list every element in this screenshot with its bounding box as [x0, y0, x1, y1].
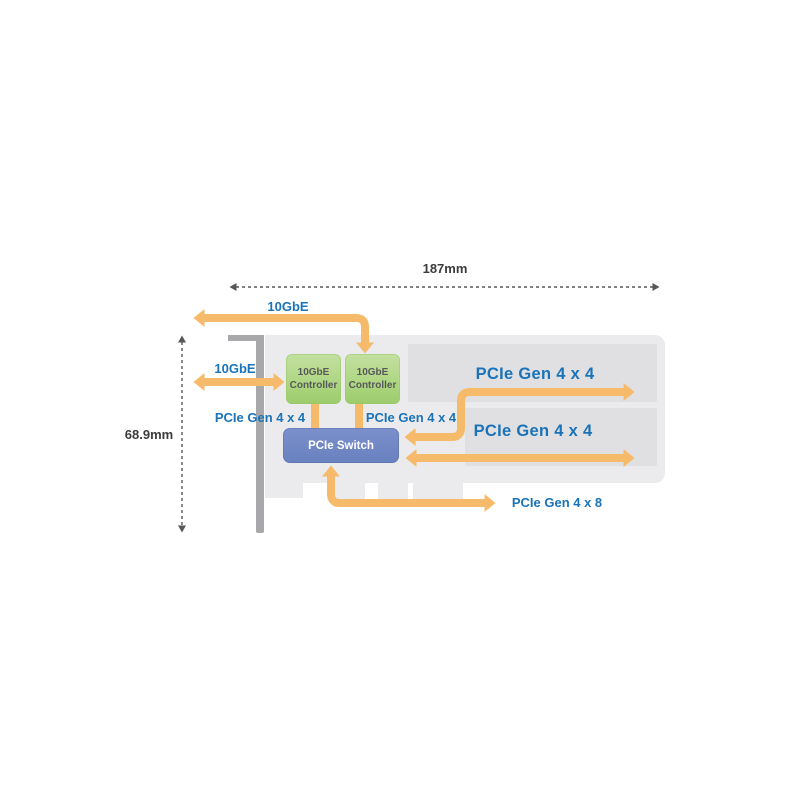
controller-1-line1: 10GbE: [297, 367, 330, 378]
label-link-controller1: PCIe Gen 4 x 4: [214, 410, 306, 425]
bracket-bar: [256, 335, 264, 533]
label-link-controller2: PCIe Gen 4 x 4: [365, 410, 457, 425]
controller-2-line1: 10GbE: [356, 367, 389, 378]
pcie-switch-block: PCIe Switch: [283, 428, 399, 463]
controller-1-line2: Controller: [289, 380, 338, 391]
pcb-bottom-tab: [265, 482, 303, 498]
controller-2-block: 10GbE Controller: [345, 354, 400, 404]
controller-1-block: 10GbE Controller: [286, 354, 341, 404]
label-slot1-link: PCIe Gen 4 x 4: [475, 365, 595, 383]
label-10gbe-top: 10GbE: [267, 299, 309, 314]
label-host-link: PCIe Gen 4 x 8: [511, 495, 603, 510]
pcie-switch-label: PCIe Switch: [308, 439, 374, 452]
height-dimension-label: 68.9mm: [124, 427, 174, 442]
pcie-edge-connector-segment-1: [333, 482, 365, 507]
pcie-edge-connector-segment-2: [378, 482, 408, 507]
label-slot2-link: PCIe Gen 4 x 4: [473, 422, 593, 440]
controller-2-line2: Controller: [348, 380, 397, 391]
width-dimension-label: 187mm: [422, 261, 468, 276]
label-10gbe-left: 10GbE: [214, 361, 256, 376]
pcie-edge-connector-segment-3: [413, 482, 463, 507]
